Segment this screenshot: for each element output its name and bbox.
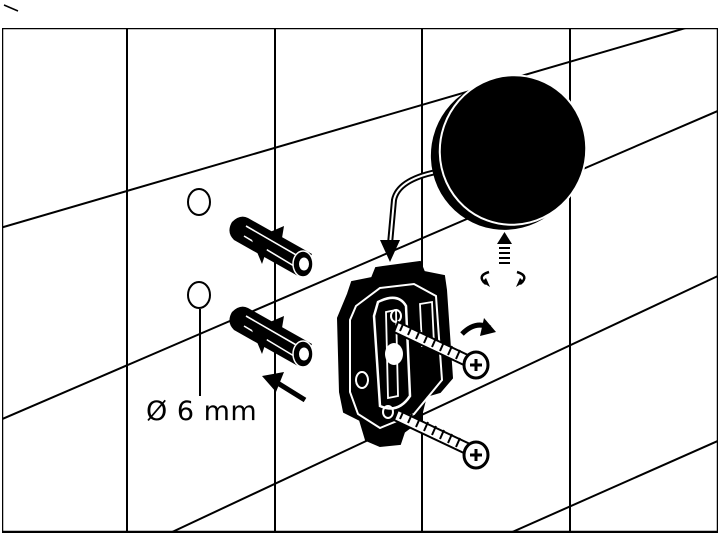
drill-hole-lower [187,281,211,309]
wall-plug-lower [229,306,314,368]
rotate-arrow-icon [460,318,496,336]
corner-mark [3,4,19,12]
insert-arrow-icon [262,372,307,403]
wall-tiles [2,28,718,533]
screw-lower [392,408,490,470]
placement-arrow-icon [380,169,437,262]
hole-diameter-label: Ø 6 mm [146,396,258,427]
twist-arrow-icon [480,270,526,287]
round-cover-cap [430,74,588,230]
drill-hole-upper [187,188,211,216]
screw-upper [392,320,490,380]
mounting-bracket [336,260,454,448]
push-arrow-icon [497,232,512,264]
wall-plug-upper [229,216,314,278]
